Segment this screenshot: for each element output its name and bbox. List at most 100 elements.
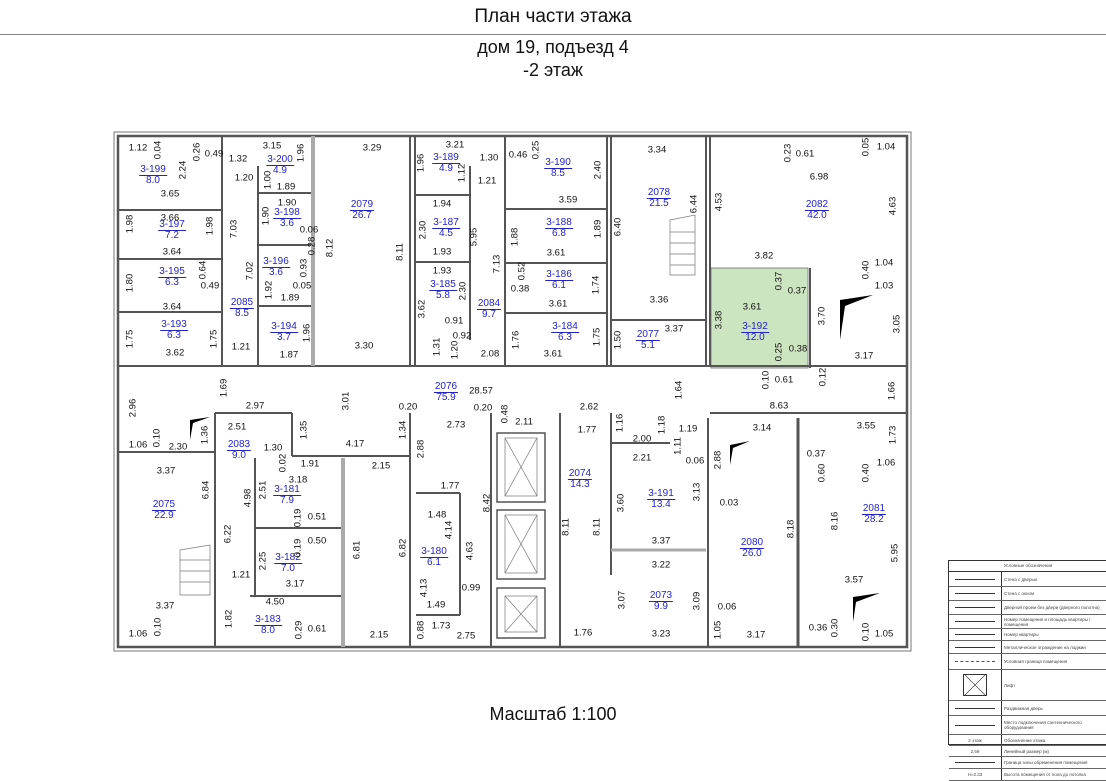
dimension-label: 1.34 (397, 420, 409, 440)
dimension-label: 1.36 (199, 425, 211, 445)
dimension-label: 3.62 (416, 299, 428, 319)
dimension-label: 2.24 (177, 160, 189, 180)
dimension-label: 3.36 (649, 294, 669, 306)
dimension-label: 6.82 (397, 538, 409, 558)
dimension-label: 0.10 (760, 370, 772, 390)
room-area: 28.2 (864, 514, 884, 525)
dimension-label: 1.30 (479, 152, 499, 164)
dimension-label: 0.26 (191, 142, 203, 162)
dimension-label: 1.89 (592, 219, 604, 239)
dimension-label: 3.15 (262, 140, 282, 152)
dimension-label: 0.20 (473, 402, 493, 414)
room-number: 2084 (476, 298, 502, 310)
dimension-label: 3.64 (162, 301, 182, 313)
room-area: 22.9 (154, 510, 174, 521)
dimension-label: 0.28 (306, 236, 318, 256)
dimension-label: 1.89 (280, 292, 300, 304)
room-number: 3-195 (158, 266, 186, 278)
dimension-label: 2.21 (632, 452, 652, 464)
dimension-label: 1.96 (301, 323, 313, 343)
dimension-label: 0.25 (773, 342, 785, 362)
legend-row: Лифт (949, 670, 1106, 701)
room-area: 8.5 (235, 308, 249, 319)
dimension-label: 4.98 (242, 488, 254, 508)
dimension-label: 0.12 (817, 367, 829, 387)
dimension-label: 1.76 (510, 330, 522, 350)
room-area: 3.6 (280, 218, 294, 229)
dimension-label: 1.04 (874, 257, 894, 269)
room-number: 3-183 (254, 614, 282, 626)
room-number: 3-187 (432, 217, 460, 229)
dimension-label: 2.88 (712, 450, 724, 470)
dimension-label: 1.94 (432, 198, 452, 210)
dimension-label: 1.48 (427, 509, 447, 521)
dimension-label: 2.30 (457, 281, 469, 301)
dimension-label: 4.13 (418, 578, 430, 598)
dimension-label: 1.96 (295, 143, 307, 163)
dimension-label: 0.05 (292, 280, 312, 292)
legend-title: Условные обозначения (949, 561, 1106, 572)
dimension-label: 0.23 (782, 143, 794, 163)
dimension-label: 2.97 (245, 400, 265, 412)
dimension-label: 4.17 (345, 438, 365, 450)
dimension-label: 1.90 (277, 197, 297, 209)
dimension-label: 0.99 (461, 582, 481, 594)
dimension-label: 1.98 (124, 214, 136, 234)
dimension-label: 3.57 (844, 574, 864, 586)
room-number: 3-184 (551, 321, 579, 333)
legend-symbol (949, 654, 1002, 669)
dimension-label: 4.63 (464, 541, 476, 561)
dimension-label: 1.12 (456, 163, 468, 183)
legend-row: Условная граница помещения (949, 654, 1106, 670)
dimension-label: 3.22 (651, 559, 671, 571)
floor-plan (113, 131, 912, 652)
dimension-label: 2.11 (515, 416, 533, 428)
dimension-label: 1.89 (276, 181, 296, 193)
dimension-label: 3.37 (155, 600, 175, 612)
room-number: 3-182 (274, 552, 302, 564)
dimension-label: 1.93 (432, 246, 452, 258)
dimension-label: 8.16 (829, 511, 841, 531)
dimension-label: 3.61 (548, 298, 568, 310)
dimension-label: 0.49 (204, 148, 224, 160)
dimension-label: 0.50 (307, 535, 327, 547)
legend-row: Стена с окном (949, 587, 1106, 601)
dimension-label: 1.06 (128, 439, 148, 451)
dimension-label: 1.06 (128, 628, 148, 640)
dimension-label: 1.12 (128, 142, 148, 154)
dimension-label: 0.20 (398, 401, 418, 413)
dimension-label: 1.06 (876, 457, 896, 469)
dimension-label: 28.57 (469, 385, 493, 397)
dimension-label: 3.13 (691, 482, 703, 502)
dimension-label: 0.64 (197, 260, 209, 280)
dimension-label: 1.80 (124, 273, 136, 293)
dimension-label: 3.66 (160, 212, 180, 224)
dimension-label: 3.61 (742, 301, 762, 313)
dimension-label: 3.37 (651, 535, 671, 547)
room-number: 3-191 (647, 488, 675, 500)
legend-label: Номер помещения и площадь квартиры / пом… (1004, 616, 1091, 627)
dimension-label: 1.66 (886, 381, 898, 401)
room-area: 7.2 (165, 230, 179, 241)
dimension-label: 0.61 (795, 148, 815, 160)
dimension-label: 2.30 (168, 441, 188, 453)
dimension-label: 8.63 (769, 400, 789, 412)
dimension-label: 3.01 (340, 391, 352, 411)
legend-row: Граница зоны обременения помещения (949, 757, 1106, 769)
room-area: 7.0 (281, 563, 295, 574)
room-area: 6.3 (165, 277, 179, 288)
dimension-label: 3.23 (651, 628, 671, 640)
